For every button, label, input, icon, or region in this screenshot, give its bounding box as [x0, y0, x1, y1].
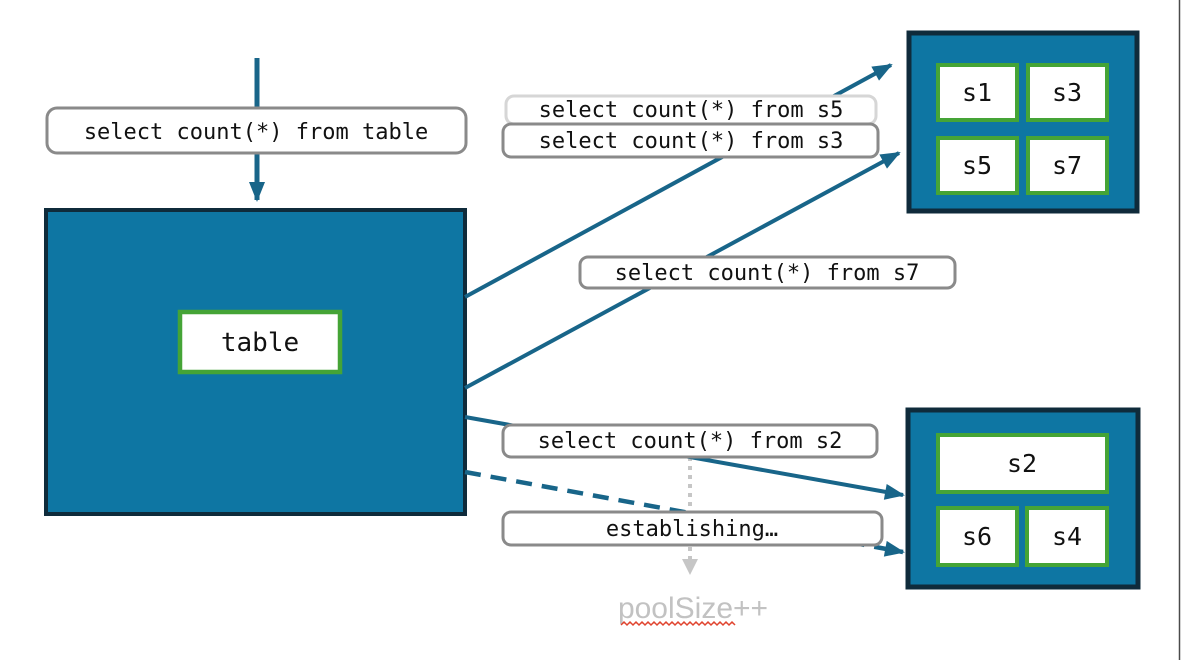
- query-label-from-s7-text: select count(*) from s7: [615, 261, 920, 286]
- shard-box-s1-rect: [936, 63, 1019, 122]
- establishing-label-box: [501, 510, 884, 547]
- shard-box-s5-rect: [936, 136, 1019, 195]
- table-inner-label: table: [177, 309, 343, 375]
- query-label-from-s7: select count(*) from s7: [578, 255, 957, 290]
- table-inner-label-text: table: [221, 328, 299, 358]
- shard-box-s1: s1: [936, 63, 1019, 122]
- query-label-from-s2-text: select count(*) from s2: [538, 429, 843, 454]
- shard-box-s7-rect: [1026, 136, 1109, 195]
- shard-box-s2-text: s2: [1007, 449, 1037, 478]
- query-label-from-table-box: [45, 106, 468, 155]
- query-label-from-s5-text: select count(*) from s5: [539, 98, 844, 123]
- query-label-from-s2-box: [501, 423, 879, 459]
- shard-box-s1-text: s1: [962, 78, 992, 107]
- query-label-from-s3: select count(*) from s3: [501, 122, 880, 159]
- shard-box-s4-text: s4: [1052, 522, 1082, 551]
- establishing-label-text: establishing…: [606, 517, 778, 542]
- shard-box-s6-rect: [936, 506, 1019, 567]
- shard-box-s4: s4: [1025, 506, 1109, 567]
- shard-box-s2: s2: [936, 433, 1109, 494]
- spellcheck-squiggle: [620, 620, 736, 627]
- shard-box-s3-text: s3: [1052, 78, 1082, 107]
- query-label-from-s7-box: [578, 255, 957, 290]
- shard-box-s5-text: s5: [962, 151, 992, 180]
- shard-box-s3: s3: [1026, 63, 1109, 122]
- shard-box-s6-text: s6: [962, 522, 992, 551]
- shard-box-s7-text: s7: [1052, 151, 1082, 180]
- shard-box-s3-rect: [1026, 63, 1109, 122]
- shard-box-s2-rect: [936, 433, 1109, 494]
- query-label-from-table: select count(*) from table: [45, 106, 468, 155]
- shard-box-s6: s6: [936, 506, 1019, 567]
- query-label-from-s3-text: select count(*) from s3: [539, 129, 844, 154]
- shard-box-s5: s5: [936, 136, 1019, 195]
- establishing-label: establishing…: [501, 510, 884, 547]
- pool-size-note: poolSize++: [618, 592, 768, 625]
- table-inner-label-box: [177, 309, 343, 375]
- shard-box-s4-rect: [1025, 506, 1109, 567]
- shard-box-s7: s7: [1026, 136, 1109, 195]
- query-label-from-s2: select count(*) from s2: [501, 423, 879, 459]
- query-label-from-s5: select count(*) from s5: [504, 94, 878, 126]
- query-label-from-table-text: select count(*) from table: [84, 120, 428, 145]
- query-label-from-s3-box: [501, 122, 880, 159]
